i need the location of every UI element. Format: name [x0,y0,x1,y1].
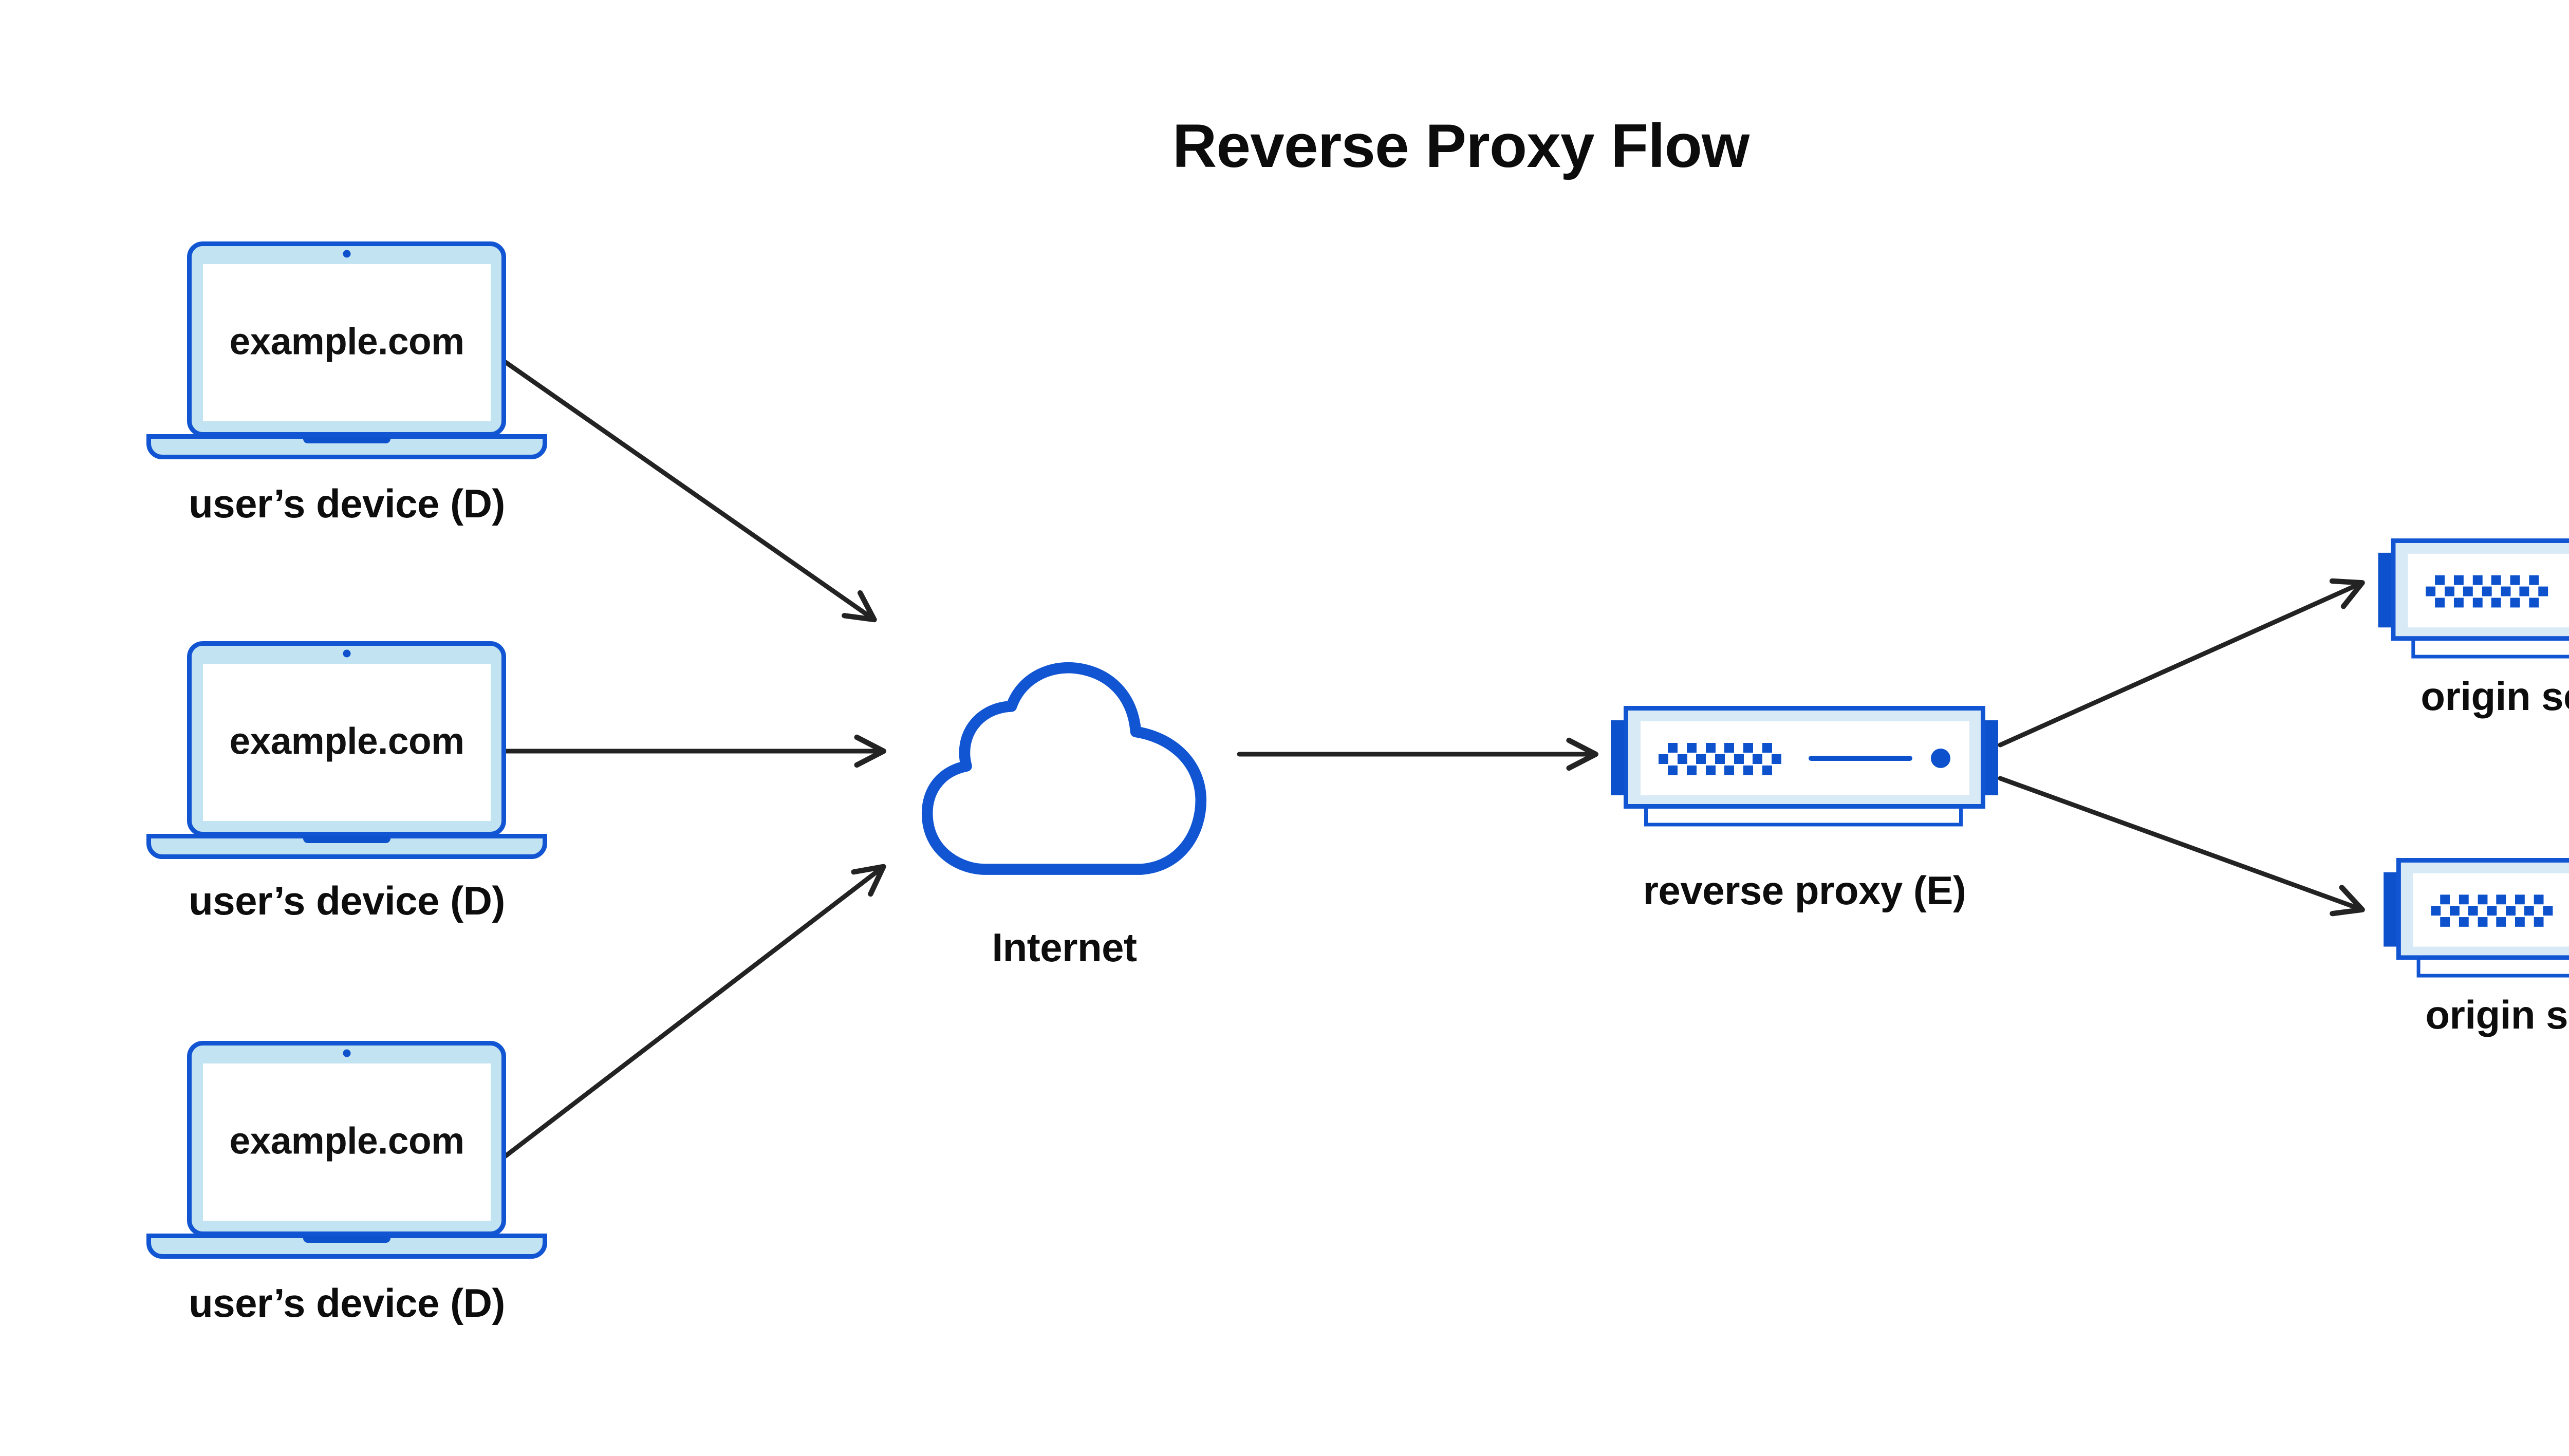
device-screen-url: example.com [229,720,464,762]
device-screen-url: example.com [229,321,464,363]
reverse-proxy-node: reverse proxy (E) [1611,706,1998,912]
user-device-node-1: example.com user’s device (D) [146,241,547,525]
arrow-device3-to-internet [503,864,886,1159]
device-screen-url: example.com [229,1120,464,1162]
device-label: user’s device (D) [189,481,505,526]
origin-server-label: origin server (F) [2425,992,2569,1037]
server-icon [2378,538,2569,661]
arrow-device1-to-internet [503,360,877,623]
device-label: user’s device (D) [189,1280,505,1326]
diagram-title: Reverse Proxy Flow [1172,111,1750,180]
origin-server-node-2: origin server (F) [2384,858,2569,1036]
origin-server-node-1: origin server (F) [2378,538,2569,718]
reverse-proxy-label: reverse proxy (E) [1643,868,1966,913]
origin-server-label: origin server (F) [2421,674,2569,719]
device-label: user’s device (D) [189,878,505,923]
arrow-proxy-to-origin1 [1998,578,2365,748]
cloud-icon [921,662,1207,875]
server-icon [1611,706,1998,829]
server-icon [2384,858,2569,980]
arrow-proxy-to-origin2 [1998,776,2365,917]
internet-node: Internet [916,657,1213,969]
user-device-node-3: example.com user’s device (D) [146,1041,547,1324]
internet-label: Internet [992,925,1137,970]
user-device-node-2: example.com user’s device (D) [146,641,547,922]
